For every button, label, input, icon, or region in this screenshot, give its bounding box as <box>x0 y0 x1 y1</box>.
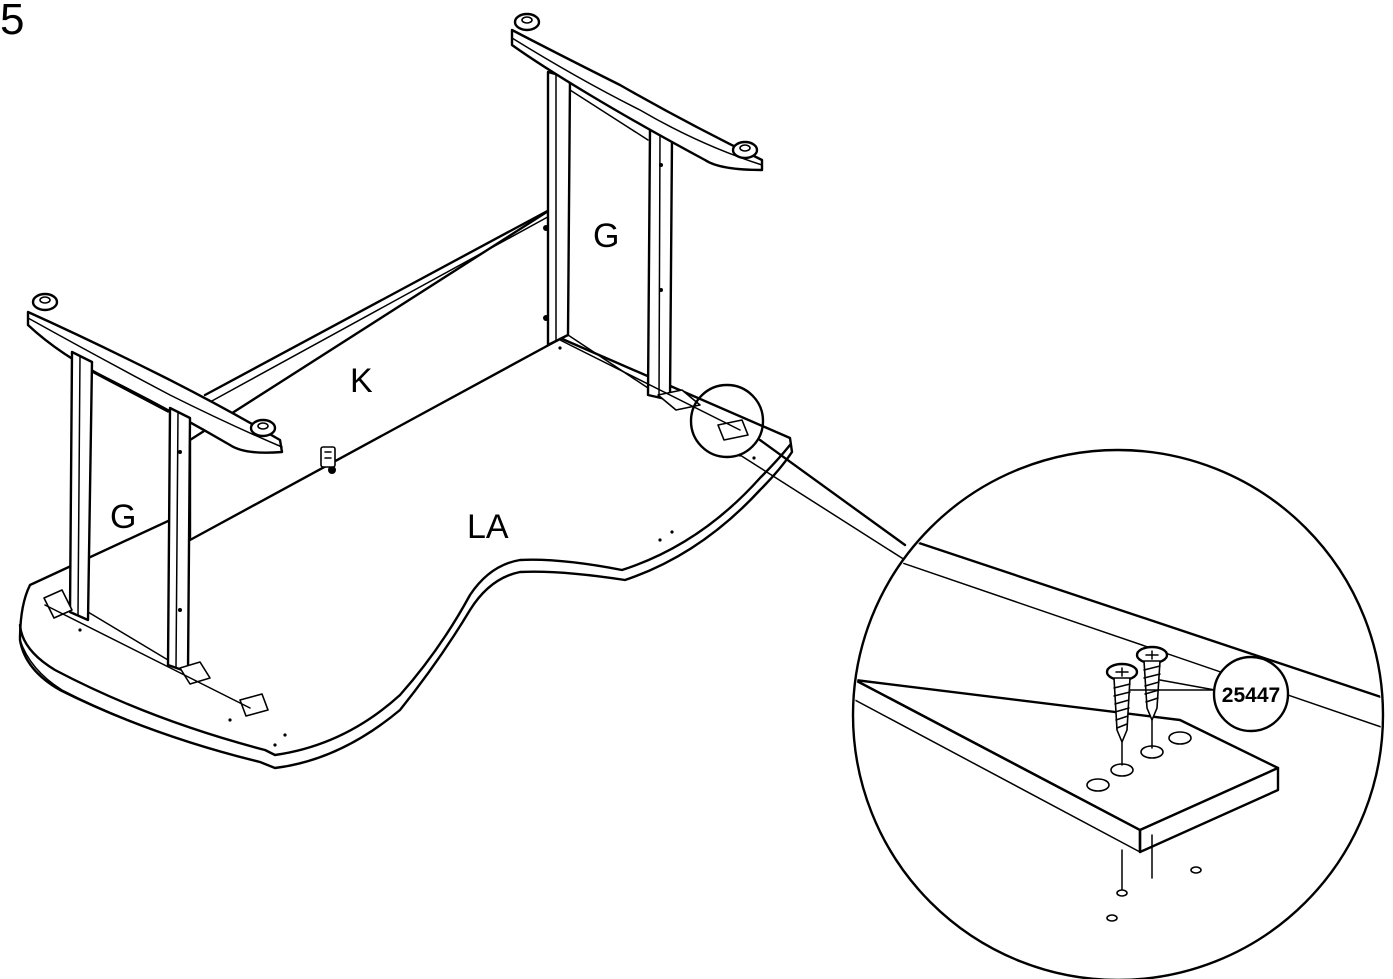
label-k: K <box>350 362 373 400</box>
desktop-la <box>18 336 794 770</box>
side-frame-g-left <box>26 292 284 717</box>
side-frame-g-right <box>510 12 764 441</box>
label-g-left: G <box>110 498 136 536</box>
step-number: 5 <box>0 0 24 44</box>
label-g-right: G <box>593 217 619 255</box>
label-la: LA <box>467 508 509 546</box>
cam-lock-fitting <box>320 446 336 468</box>
screw-part-number: 25447 <box>1222 684 1280 707</box>
screw-left <box>1105 662 1139 743</box>
detail-callout: 25447 <box>689 383 1385 979</box>
